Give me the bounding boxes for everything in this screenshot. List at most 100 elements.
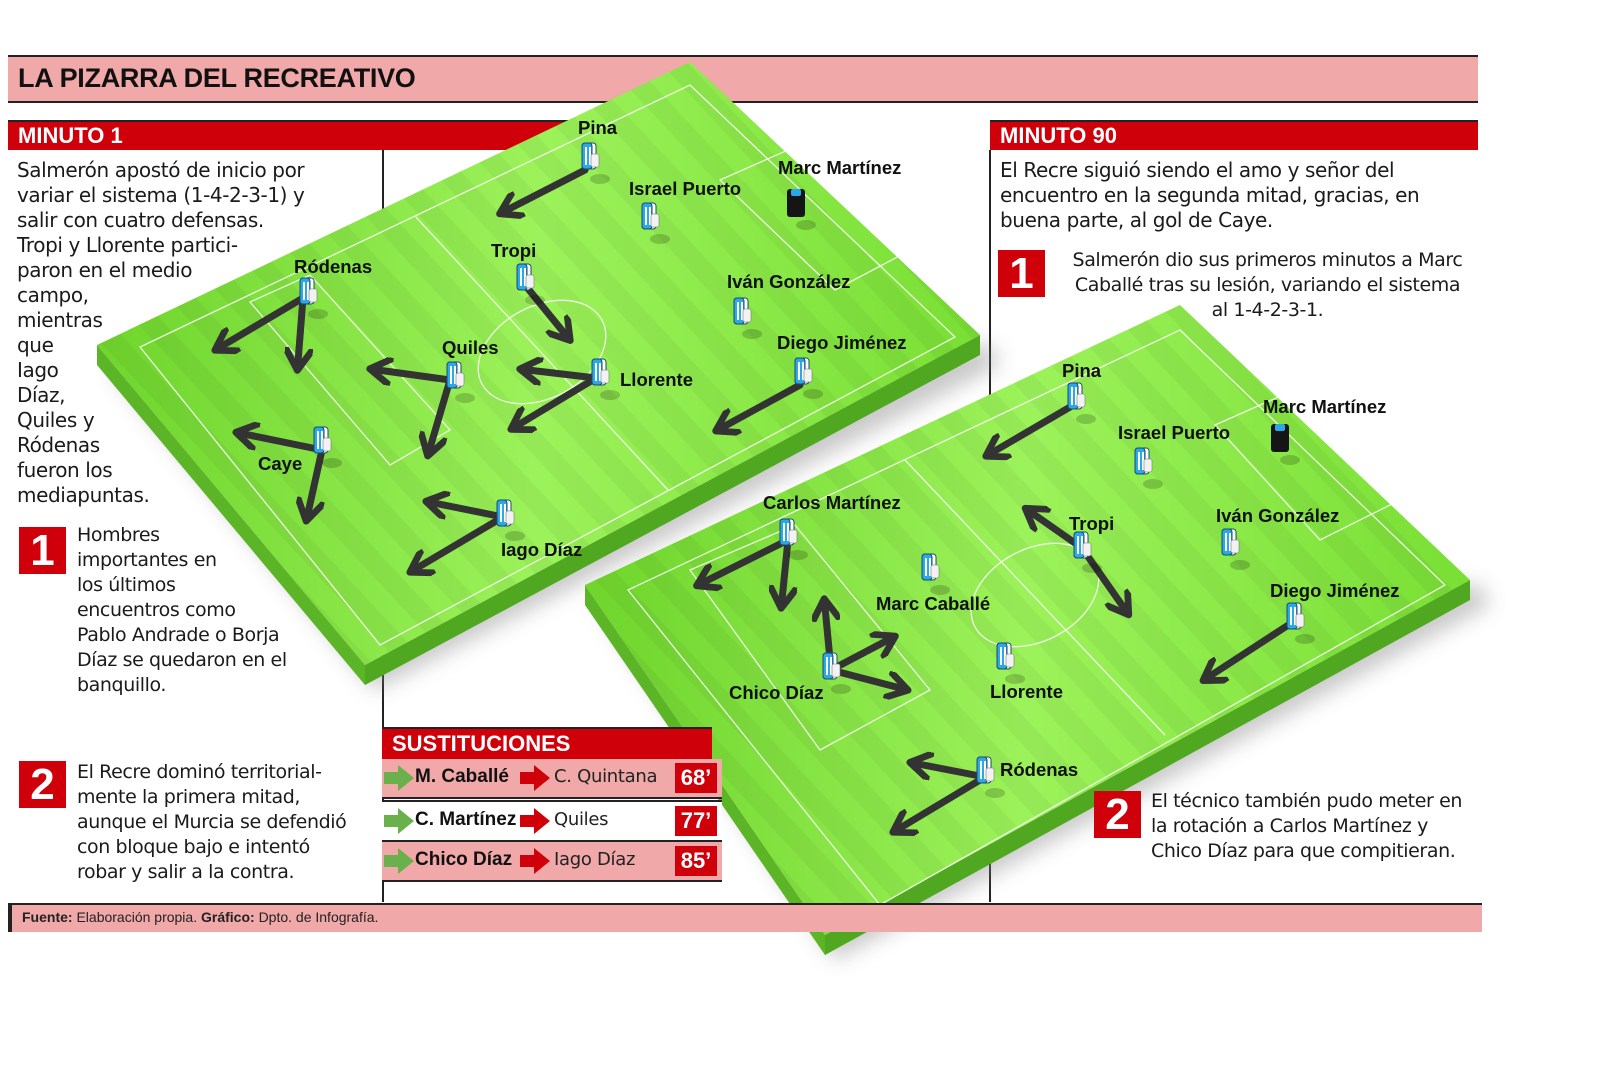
substitution-row: C. Martínez Quiles 77’ <box>382 800 722 842</box>
player-label: Carlos Martínez <box>763 492 901 513</box>
player-label: Iván González <box>1216 505 1340 526</box>
note-line: Caballé tras su lesión, variando el sist… <box>1074 274 1461 296</box>
source-label: Fuente: <box>22 909 73 925</box>
minuto1-note-1: Hombres importantes en los últimos encue… <box>77 523 377 698</box>
player-label: Israel Puerto <box>629 178 742 199</box>
player-out: C. Quintana <box>554 766 658 787</box>
footer-credits: Fuente: Elaboración propia. Gráfico: Dpt… <box>8 903 1482 932</box>
player-label: Diego Jiménez <box>777 332 907 353</box>
intro-line: variar el sistema (1-4-2-3-1) y <box>17 183 305 207</box>
player-label: Ródenas <box>1000 759 1079 780</box>
note-line: Díaz se quedaron en el <box>77 649 287 671</box>
note-line: Salmerón dio sus primeros minutos a Marc <box>1072 249 1463 271</box>
intro-line: que <box>17 333 54 357</box>
intro-line: campo, <box>17 283 89 307</box>
intro-line: Ródenas <box>17 433 100 457</box>
source-value: Elaboración propia. <box>76 909 198 925</box>
minuto1-intro: Salmerón apostó de inicio por variar el … <box>17 158 377 508</box>
note-line: El Recre dominó territorial- <box>77 761 322 783</box>
player-label: Iago Díaz <box>501 539 583 560</box>
player-label: Pina <box>1062 360 1102 381</box>
player-label: Llorente <box>990 681 1063 702</box>
player-label: Israel Puerto <box>1118 422 1231 443</box>
minuto90-label: MINUTO 90 <box>1000 123 1117 148</box>
page-title: LA PIZARRA DEL RECREATIVO <box>18 63 416 93</box>
minuto90-note-1: Salmerón dio sus primeros minutos a Marc… <box>1055 248 1480 323</box>
pitch-minuto1 <box>97 62 1000 690</box>
note-line: importantes en <box>77 549 217 571</box>
note-line: Chico Díaz para que compitieran. <box>1151 840 1456 862</box>
player-label: Marc Martínez <box>778 157 902 178</box>
player-label: Pina <box>578 117 618 138</box>
intro-line: salir con cuatro defensas. <box>17 208 264 232</box>
substitution-row: Chico Díaz Iago Díaz 85’ <box>382 842 722 882</box>
note-number-badge: 1 <box>19 527 66 575</box>
minuto1-header: MINUTO 1 <box>8 120 628 150</box>
note-line: banquillo. <box>77 674 167 696</box>
intro-line: paron en el medio <box>17 258 193 282</box>
substitution-row: M. Caballé C. Quintana 68’ <box>382 759 722 799</box>
minuto90-intro: El Recre siguió siendo el amo y señor de… <box>1000 158 1480 233</box>
minuto90-note-2: El técnico también pudo meter en la rota… <box>1151 789 1491 864</box>
intro-line: mientras <box>17 308 103 332</box>
intro-line: Díaz, <box>17 383 66 407</box>
pitch-minuto90 <box>585 305 1490 960</box>
graphic-label: Gráfico: <box>200 909 255 925</box>
note-number-badge: 1 <box>998 250 1045 298</box>
intro-line: Iago <box>17 358 59 382</box>
intro-line: Tropi y Llorente partici- <box>17 233 238 257</box>
player-in: M. Caballé <box>415 766 509 787</box>
intro-line: mediapuntas. <box>17 483 150 507</box>
player-label: Chico Díaz <box>729 682 824 703</box>
player-out: Iago Díaz <box>554 849 636 870</box>
header-band: LA PIZARRA DEL RECREATIVO <box>8 55 1478 103</box>
player-label: Tropi <box>491 240 537 261</box>
note-line: mente la primera mitad, <box>77 786 301 808</box>
graphic-value: Dpto. de Infografía. <box>258 909 379 925</box>
note-line: los últimos <box>77 574 176 596</box>
player-label: Tropi <box>1069 513 1115 534</box>
player-in: C. Martínez <box>415 809 517 830</box>
player-label: Diego Jiménez <box>1270 580 1400 601</box>
player-label: Marc Caballé <box>876 593 991 614</box>
player-in: Chico Díaz <box>415 849 513 870</box>
credits-text: Fuente: Elaboración propia. Gráfico: Dpt… <box>22 909 378 925</box>
red-arrow-out-icon <box>520 848 550 874</box>
player-label: Marc Martínez <box>1263 396 1387 417</box>
sub-minute-badge: 77’ <box>675 806 717 836</box>
green-arrow-in-icon <box>384 765 414 791</box>
red-arrow-out-icon <box>520 808 550 834</box>
note-line: Hombres <box>77 524 160 546</box>
player-label: Caye <box>258 453 303 474</box>
player-label: Ródenas <box>294 256 373 277</box>
substitutions-title: SUSTITUCIONES <box>392 731 571 756</box>
green-arrow-in-icon <box>384 848 414 874</box>
substitutions-header: SUSTITUCIONES <box>382 727 712 759</box>
sub-minute-badge: 68’ <box>675 763 717 793</box>
player-label: Iván González <box>727 271 851 292</box>
player-out: Quiles <box>554 809 609 830</box>
intro-line: Quiles y <box>17 408 95 432</box>
intro-line: fueron los <box>17 458 113 482</box>
player-label: Quiles <box>442 337 499 358</box>
sub-minute-badge: 85’ <box>675 846 717 876</box>
note-line: Pablo Andrade o Borja <box>77 624 280 646</box>
note-line: con bloque bajo e intentó <box>77 836 310 858</box>
intro-line: El Recre siguió siendo el amo y señor de… <box>1000 158 1395 182</box>
green-arrow-in-icon <box>384 808 414 834</box>
note-line: aunque el Murcia se defendió <box>77 811 347 833</box>
note-line: al 1-4-2-3-1. <box>1211 299 1324 321</box>
minuto90-header: MINUTO 90 <box>990 120 1478 150</box>
intro-line: buena parte, al gol de Caye. <box>1000 208 1273 232</box>
red-arrow-out-icon <box>520 765 550 791</box>
note-number-badge: 2 <box>19 761 66 809</box>
note-line: El técnico también pudo meter en <box>1151 790 1462 812</box>
note-line: robar y salir a la contra. <box>77 861 295 883</box>
minuto1-note-2: El Recre dominó territorial- mente la pr… <box>77 760 377 885</box>
note-line: encuentros como <box>77 599 236 621</box>
note-number-badge: 2 <box>1094 791 1141 839</box>
minuto1-label: MINUTO 1 <box>18 123 123 148</box>
note-line: la rotación a Carlos Martínez y <box>1151 815 1428 837</box>
intro-line: encuentro en la segunda mitad, gracias, … <box>1000 183 1420 207</box>
